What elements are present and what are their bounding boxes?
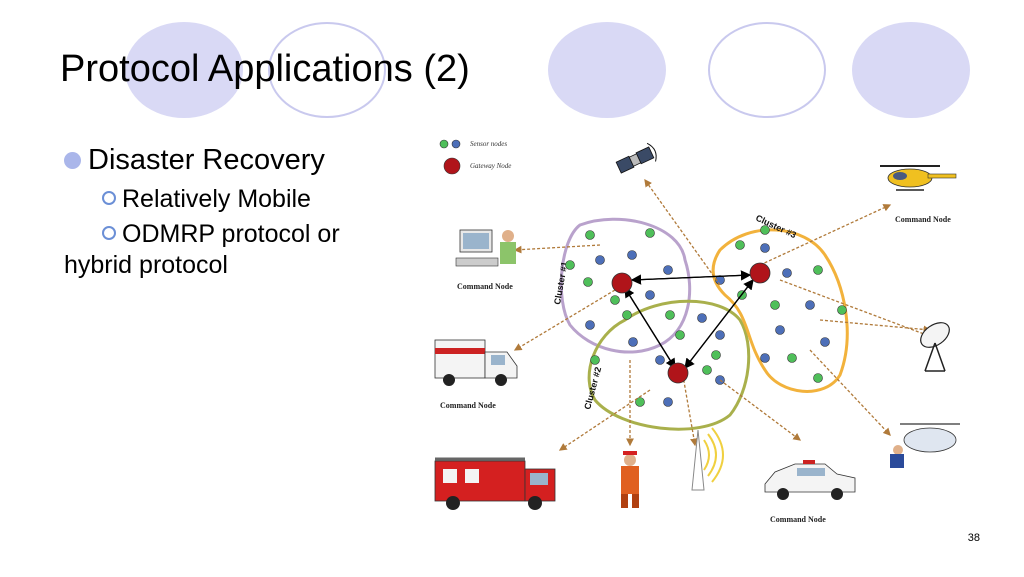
sensor-node — [735, 240, 745, 250]
sub-bullet-item: ODMRP protocol or hybrid protocol — [64, 219, 414, 281]
sensor-node — [760, 225, 770, 235]
sensor-node — [702, 365, 712, 375]
sensor-node — [675, 330, 685, 340]
legend-sensor-label: Sensor nodes — [470, 140, 507, 148]
sensor-node — [813, 265, 823, 275]
sensor-node — [610, 295, 620, 305]
sensor-node — [787, 353, 797, 363]
legend-gateway-icon — [443, 157, 461, 175]
helicopter-icon — [880, 165, 957, 191]
sensor-node — [655, 355, 665, 365]
command-node-label: Command Node — [770, 515, 826, 524]
ring-bullet-icon — [102, 191, 116, 205]
sensor-node — [583, 277, 593, 287]
sensor-nodes — [565, 225, 847, 407]
sensor-node — [760, 353, 770, 363]
gateway-links — [624, 270, 754, 370]
sensor-node — [715, 330, 725, 340]
network-diagram: Sensor nodes Gateway Node Cluster #1 Clu… — [434, 139, 960, 524]
sensor-node — [635, 397, 645, 407]
sensor-node — [590, 355, 600, 365]
sensor-node — [663, 265, 673, 275]
slide-number: 38 — [967, 532, 980, 544]
sensor-node — [663, 397, 673, 407]
legend-gateway-label: Gateway Node — [470, 162, 511, 170]
satellite-dish-icon — [920, 322, 950, 372]
legend-sensor-icon — [439, 139, 449, 149]
decor-circle-3 — [548, 22, 666, 118]
decor-circle-2 — [268, 22, 386, 118]
sensor-node — [782, 268, 792, 278]
sensor-node — [711, 350, 721, 360]
gateway-node — [667, 362, 689, 384]
sensor-node — [628, 337, 638, 347]
slide-title: Protocol Applications (2) — [60, 48, 470, 90]
cluster-3-label: Cluster #3 — [754, 213, 798, 240]
decor-circle-5 — [852, 22, 970, 118]
sensor-node — [805, 300, 815, 310]
sensor-node — [565, 260, 575, 270]
fire-truck-icon — [434, 457, 556, 510]
decor-circle-1 — [125, 22, 243, 118]
sensor-node — [837, 305, 847, 315]
sensor-node — [820, 337, 830, 347]
sensor-node — [770, 300, 780, 310]
sensor-node — [595, 255, 605, 265]
medical-helicopter-icon — [890, 423, 960, 468]
gateway-node — [749, 262, 771, 284]
firefighter-icon — [621, 451, 639, 508]
ambulance-icon — [434, 339, 518, 386]
sensor-node — [585, 320, 595, 330]
police-car-icon — [764, 460, 856, 500]
cluster-3-boundary — [711, 228, 849, 393]
legend-sensor-icon — [451, 139, 461, 149]
gateway-node — [611, 272, 633, 294]
legend: Sensor nodes Gateway Node — [439, 139, 511, 175]
radio-tower-icon — [691, 427, 724, 491]
external-links — [513, 178, 942, 451]
sub-bullet-text: Relatively Mobile — [122, 185, 311, 213]
sensor-node — [775, 325, 785, 335]
sub-bullet-item: Relatively Mobile — [64, 184, 414, 215]
sensor-node — [622, 310, 632, 320]
sensor-node — [645, 228, 655, 238]
bullet-text: Disaster Recovery — [88, 144, 325, 176]
sensor-node — [645, 290, 655, 300]
sub-bullet-text: ODMRP protocol or — [122, 220, 340, 248]
sensor-node — [813, 373, 823, 383]
bullet-dot-icon — [64, 152, 81, 169]
sub-bullet-text-continued: hybrid protocol — [64, 251, 228, 279]
command-node-label: Command Node — [457, 282, 513, 291]
bullet-item: Disaster Recovery — [64, 140, 414, 180]
ring-bullet-icon — [102, 226, 116, 240]
cluster-2-boundary — [587, 299, 751, 431]
computer-icon — [455, 229, 516, 267]
decor-circle-4 — [708, 22, 826, 118]
satellite-icon — [615, 142, 657, 174]
command-node-label: Command Node — [895, 215, 951, 224]
sensor-node — [585, 230, 595, 240]
sensor-node — [760, 243, 770, 253]
command-node-label: Command Node — [440, 401, 496, 410]
sensor-node — [627, 250, 637, 260]
bullet-list: Disaster Recovery Relatively Mobile ODMR… — [64, 140, 414, 281]
sensor-node — [665, 310, 675, 320]
sensor-node — [697, 313, 707, 323]
